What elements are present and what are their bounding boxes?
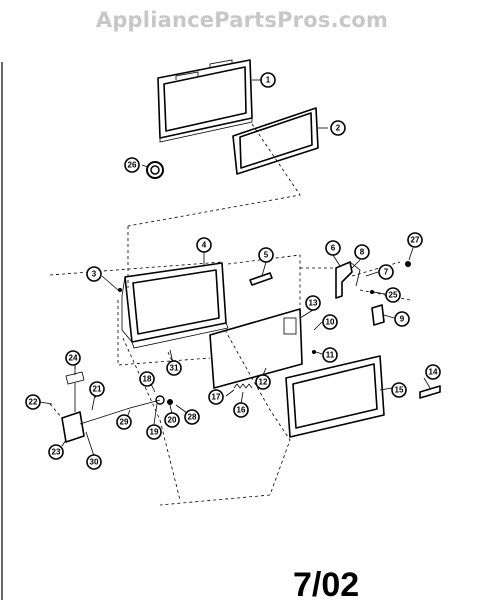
callout-20: 20: [164, 412, 180, 428]
callout-21: 21: [89, 381, 105, 397]
watermark-logo: AppliancePartsPros.com: [95, 8, 389, 32]
svg-text:6: 6: [331, 244, 336, 253]
callout-6: 6: [325, 240, 341, 256]
svg-text:9: 9: [400, 315, 405, 324]
svg-text:24: 24: [69, 354, 78, 363]
svg-text:1: 1: [266, 76, 271, 85]
callout-10: 10: [322, 314, 338, 330]
svg-text:30: 30: [90, 458, 99, 467]
callout-9: 9: [394, 311, 410, 327]
callout-23: 23: [48, 444, 64, 460]
callout-26: 26: [124, 157, 140, 173]
svg-text:31: 31: [170, 364, 179, 373]
callout-8: 8: [354, 244, 370, 260]
svg-text:17: 17: [212, 393, 221, 402]
svg-text:4: 4: [202, 241, 207, 250]
part-hinge: [300, 261, 411, 301]
svg-text:25: 25: [389, 291, 398, 300]
leader-lines: [39, 79, 431, 457]
part-spring: [233, 383, 253, 389]
callout-22: 22: [25, 394, 41, 410]
svg-text:19: 19: [150, 428, 159, 437]
part-window-frame: [285, 355, 385, 438]
svg-text:26: 26: [128, 161, 137, 170]
callout-30: 30: [86, 454, 102, 470]
callout-16: 16: [233, 402, 249, 418]
callout-18: 18: [139, 371, 155, 387]
svg-text:22: 22: [29, 398, 38, 407]
svg-text:7: 7: [384, 268, 389, 277]
callout-27: 27: [407, 232, 423, 248]
callout-28: 28: [184, 409, 200, 425]
callout-24: 24: [65, 350, 81, 366]
part-bar: [249, 272, 273, 286]
svg-text:8: 8: [360, 248, 365, 257]
svg-text:5: 5: [264, 251, 269, 260]
svg-text:21: 21: [93, 385, 102, 394]
svg-text:10: 10: [326, 318, 335, 327]
svg-text:18: 18: [143, 375, 152, 384]
part-screw-25: [370, 290, 374, 294]
callout-14: 14: [425, 364, 441, 380]
callout-31: 31: [166, 360, 182, 376]
svg-text:29: 29: [120, 418, 129, 427]
svg-text:3: 3: [92, 270, 97, 279]
callout-12: 12: [255, 374, 271, 390]
callout-11: 11: [322, 347, 338, 363]
part-block: [371, 304, 385, 326]
svg-text:12: 12: [259, 378, 268, 387]
svg-text:13: 13: [309, 299, 318, 308]
part-knob: [146, 161, 164, 179]
part-door-frame: [157, 59, 253, 143]
callout-1: 1: [260, 72, 276, 88]
part-screw-3: [118, 288, 122, 292]
svg-text:14: 14: [429, 368, 438, 377]
svg-text:27: 27: [411, 236, 420, 245]
svg-text:20: 20: [168, 416, 177, 425]
callout-19: 19: [146, 424, 162, 440]
svg-text:16: 16: [237, 406, 246, 415]
svg-text:15: 15: [395, 386, 404, 395]
callout-13: 13: [305, 295, 321, 311]
date-code: 7/02: [293, 566, 360, 604]
callout-3: 3: [86, 266, 102, 282]
callout-4: 4: [196, 237, 212, 253]
callout-15: 15: [391, 382, 407, 398]
callout-25: 25: [385, 287, 401, 303]
part-inner-door: [121, 262, 229, 349]
part-gasket: [232, 107, 319, 175]
part-handle: [419, 385, 441, 399]
callout-29: 29: [116, 414, 132, 430]
svg-text:11: 11: [326, 351, 335, 360]
callout-2: 2: [330, 120, 346, 136]
part-center-panel: [209, 308, 303, 389]
svg-text:2: 2: [336, 124, 341, 133]
svg-text:23: 23: [52, 448, 61, 457]
callout-17: 17: [208, 389, 224, 405]
callout-5: 5: [258, 247, 274, 263]
part-screw-11: [312, 350, 316, 354]
part-screw-27: [405, 261, 411, 267]
part-latch-assembly: [49, 360, 173, 443]
svg-text:28: 28: [188, 413, 197, 422]
callout-7: 7: [378, 264, 394, 280]
